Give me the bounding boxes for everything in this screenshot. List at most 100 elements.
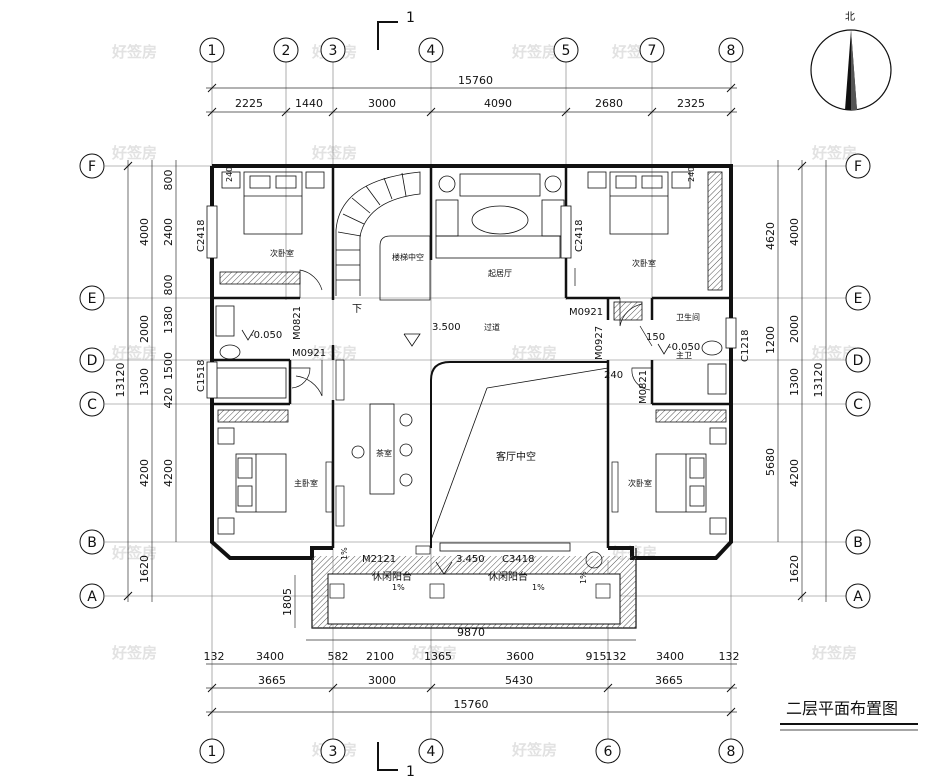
dimension-label: 2000 bbox=[788, 315, 801, 343]
watermark: 好签房 bbox=[411, 644, 457, 662]
left-dimensions: 13120 4000 2000 1300 4200 1620 800 2400 … bbox=[114, 170, 175, 584]
axis-label: D bbox=[87, 353, 98, 369]
dimension-label: 1365 bbox=[424, 650, 452, 663]
door-tag: M0921 bbox=[292, 348, 326, 359]
compass-label: 北 bbox=[845, 11, 855, 23]
dimension-label: 2100 bbox=[366, 650, 394, 663]
misc-dimension: 150 bbox=[646, 332, 665, 343]
axis-label: 7 bbox=[648, 43, 657, 59]
watermark: 好签房 bbox=[111, 43, 157, 61]
dimension-label: 4000 bbox=[788, 218, 801, 246]
bed-icon bbox=[655, 409, 727, 535]
room-labels: 次卧室 楼梯中空 起居厅 次卧室 过道 卫生间 主卫 茶室 客厅中空 主卧室 次… bbox=[270, 248, 700, 583]
dimension-label: 1300 bbox=[138, 368, 151, 396]
room-bath-main: 主卫 bbox=[676, 350, 692, 360]
axis-label: 4 bbox=[427, 744, 436, 760]
dimension-total-left: 13120 bbox=[114, 363, 127, 398]
room-stair-void: 楼梯中空 bbox=[392, 252, 424, 262]
slope-tag: 1% bbox=[532, 583, 545, 592]
axis-label: 4 bbox=[427, 43, 436, 59]
axis-label: 8 bbox=[727, 744, 736, 760]
dimension-label: 4620 bbox=[764, 222, 777, 250]
watermark: 好签房 bbox=[511, 43, 557, 61]
level-markers bbox=[241, 329, 671, 575]
dimension-label: 3400 bbox=[256, 650, 284, 663]
room-master-bed: 主卧室 bbox=[294, 478, 318, 488]
misc-dimension: 240 bbox=[687, 167, 696, 182]
axis-label: 8 bbox=[727, 43, 736, 59]
dimension-label: 4000 bbox=[138, 218, 151, 246]
window-tag: C1218 bbox=[740, 330, 751, 362]
stair-down-label: 下 bbox=[352, 304, 362, 315]
level-tag: 3.500 bbox=[432, 322, 461, 333]
level-tag: -0.050 bbox=[250, 330, 282, 341]
level-tag: 3.450 bbox=[456, 554, 485, 565]
tea-table-icon bbox=[351, 403, 413, 495]
axis-label: 3 bbox=[329, 43, 338, 59]
north-arrow-icon bbox=[810, 29, 892, 111]
dimension-label: 1440 bbox=[295, 97, 323, 110]
windows bbox=[206, 205, 737, 552]
axis-label: C bbox=[853, 397, 863, 413]
dimension-label: 4090 bbox=[484, 97, 512, 110]
annotations: C2418 C2418 C1518 C1218 C3418 M0821 M092… bbox=[196, 167, 751, 592]
dimension-label: 1500 bbox=[162, 352, 175, 380]
right-dimensions: 4620 1200 5680 4000 2000 1300 4200 1620 … bbox=[281, 218, 825, 616]
dimension-label: 1300 bbox=[788, 368, 801, 396]
axis-bubbles-top bbox=[199, 37, 744, 63]
door-tag: M0927 bbox=[594, 326, 605, 360]
room-tea: 茶室 bbox=[376, 448, 392, 458]
dimension-label: 1620 bbox=[788, 555, 801, 583]
misc-dimension: 240 bbox=[604, 370, 623, 381]
slope-tag: 1% bbox=[340, 547, 349, 560]
axis-label: B bbox=[853, 535, 863, 551]
axis-label: C bbox=[87, 397, 97, 413]
axis-label: D bbox=[853, 353, 864, 369]
window-tag: C2418 bbox=[574, 220, 585, 252]
level-tag: -0.050 bbox=[668, 342, 700, 353]
drawing-title: 二层平面布置图 bbox=[786, 699, 898, 718]
bed-icon bbox=[217, 409, 289, 535]
watermark: 好签房 bbox=[811, 344, 857, 362]
dimension-label: 582 bbox=[328, 650, 349, 663]
dimension-label: 3665 bbox=[258, 674, 286, 687]
axis-label: 1 bbox=[208, 744, 217, 760]
dimension-label: 915 bbox=[586, 650, 607, 663]
dimension-label: 800 bbox=[162, 170, 175, 191]
watermark: 好签房 bbox=[111, 144, 157, 162]
door-tag: M0821 bbox=[292, 306, 303, 340]
axis-label: F bbox=[854, 159, 862, 175]
dimension-label: 2400 bbox=[162, 218, 175, 246]
section-mark-bottom bbox=[377, 742, 398, 771]
room-bath-ne: 卫生间 bbox=[676, 312, 700, 322]
dimension-total-bottom: 15760 bbox=[454, 698, 489, 711]
axis-label: 3 bbox=[329, 744, 338, 760]
dimension-ticks bbox=[123, 83, 807, 717]
dimension-total-right: 13120 bbox=[812, 363, 825, 398]
axis-label: B bbox=[87, 535, 97, 551]
dimension-label: 3665 bbox=[655, 674, 683, 687]
axis-label: E bbox=[88, 291, 97, 307]
room-hall-void: 客厅中空 bbox=[496, 450, 536, 463]
dimension-lines bbox=[127, 87, 827, 713]
void-diagonal bbox=[486, 367, 609, 389]
section-mark-label: 1 bbox=[406, 764, 415, 779]
watermark: 好签房 bbox=[811, 144, 857, 162]
axis-label: A bbox=[853, 589, 863, 605]
dimension-label: 3000 bbox=[368, 97, 396, 110]
dimension-label: 3400 bbox=[656, 650, 684, 663]
dimension-label: 420 bbox=[162, 388, 175, 409]
watermark: 好签房 bbox=[811, 644, 857, 662]
hall-void-outline bbox=[430, 361, 609, 548]
dimension-label: 2225 bbox=[235, 97, 263, 110]
dimension-label: 132 bbox=[204, 650, 225, 663]
watermark: 好签房 bbox=[511, 741, 557, 759]
watermark: 好签房 bbox=[311, 144, 357, 162]
axis-label: 1 bbox=[208, 43, 217, 59]
dimension-balcony-width: 9870 bbox=[457, 626, 485, 639]
slope-tag: 1% bbox=[579, 571, 588, 584]
window-tag: C3418 bbox=[502, 554, 534, 565]
door-tag: M2121 bbox=[362, 554, 396, 565]
axis-label: A bbox=[87, 589, 97, 605]
axis-bubbles-side bbox=[79, 153, 871, 609]
